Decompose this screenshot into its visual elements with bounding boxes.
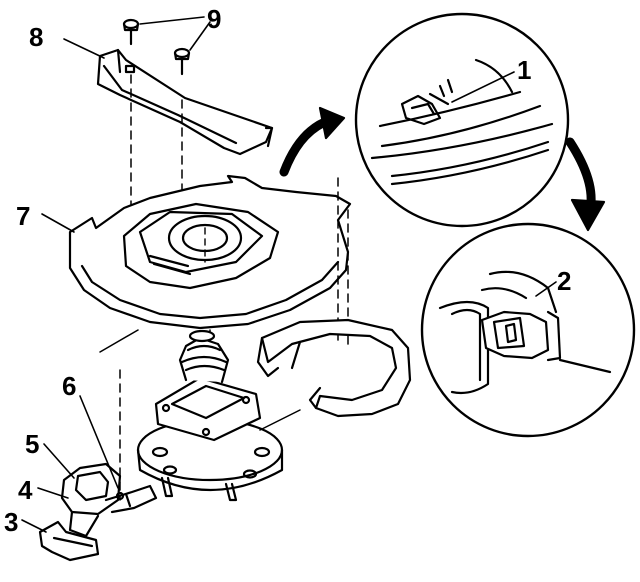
adjuster-assembly <box>60 462 158 538</box>
leader-9b <box>189 21 211 51</box>
leader-8 <box>63 38 105 59</box>
callout-2: 2 <box>557 266 572 296</box>
backing-plate <box>68 174 352 330</box>
arrow-up-icon <box>279 106 346 177</box>
leader-7 <box>41 213 75 233</box>
callout-4: 4 <box>18 475 33 505</box>
alignment-line-g <box>99 329 139 353</box>
leader-2 <box>535 281 557 297</box>
callout-5: 5 <box>25 429 40 459</box>
clip <box>38 520 100 562</box>
bolt-right <box>173 47 191 76</box>
hub-assembly <box>136 329 301 502</box>
callout-9: 9 <box>207 4 222 34</box>
leader-4 <box>37 487 69 499</box>
callout-1: 1 <box>517 55 532 85</box>
bracket <box>96 48 274 156</box>
bolt-left <box>122 18 140 46</box>
callout-7: 7 <box>16 201 31 231</box>
leader-5 <box>43 443 75 479</box>
callout-8: 8 <box>29 22 44 52</box>
leader-6 <box>79 395 119 489</box>
leader-3 <box>21 519 47 533</box>
detail-view-2 <box>420 222 636 438</box>
brake-shoe <box>256 318 412 418</box>
callout-3: 3 <box>4 507 19 537</box>
arrow-down-icon <box>565 137 606 232</box>
leader-9a <box>139 16 205 25</box>
detail-view-1 <box>354 12 570 228</box>
leader-1 <box>451 71 515 103</box>
callout-6: 6 <box>62 371 77 401</box>
